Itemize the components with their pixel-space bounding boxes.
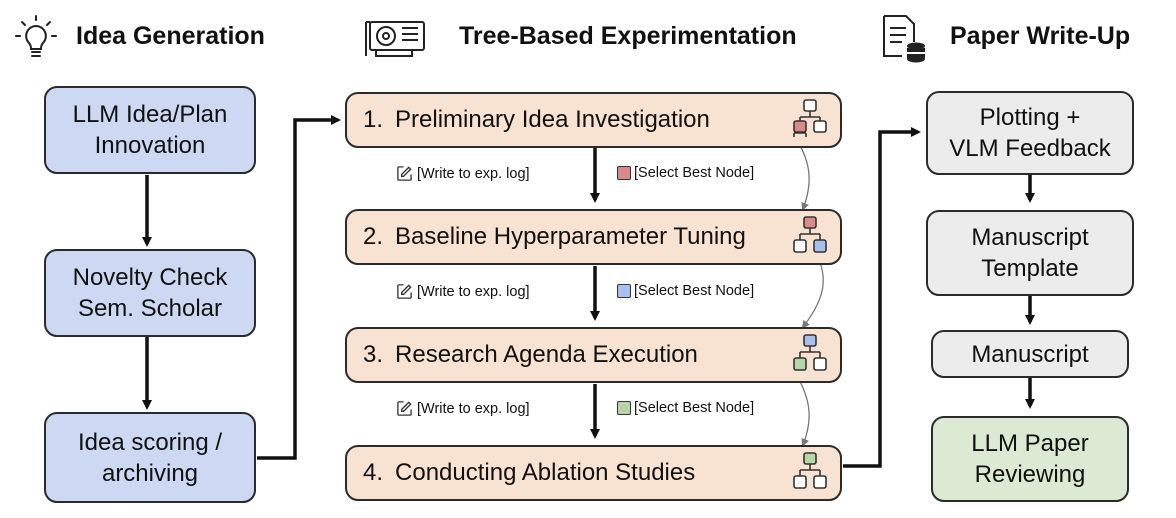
- idea-box-label: Novelty Check Sem. Scholar: [72, 264, 228, 322]
- arrow-idea-to-stage1: [257, 115, 341, 460]
- best-node-link-3: [796, 375, 810, 447]
- idea-box-scoring: Idea scoring / archiving: [44, 412, 256, 503]
- idea-box-llm-plan: LLM Idea/Plan Innovation: [44, 86, 256, 174]
- stage-number: 3.: [363, 341, 384, 368]
- best-node-swatch: [617, 401, 631, 415]
- document-database-icon: [883, 15, 925, 63]
- node-tree-icon: [793, 334, 827, 371]
- best-node-swatch: [617, 166, 631, 180]
- best-node-swatch: [617, 284, 631, 298]
- best-node-link-2: [801, 257, 824, 329]
- stage-2-box: 2. Baseline Hyperparameter Tuning: [345, 209, 842, 265]
- best-node-link-1: [796, 139, 810, 211]
- edit-icon: [397, 284, 412, 299]
- edit-icon: [397, 401, 412, 416]
- select-best-note-3: [Select Best Node]: [617, 400, 754, 416]
- paper-box-reviewing: LLM Paper Reviewing: [931, 416, 1129, 502]
- select-best-label: [Select Best Node]: [634, 400, 755, 416]
- stage-1-box: 1. Preliminary Idea Investigation: [345, 92, 842, 148]
- idea-column-title: Idea Generation: [76, 22, 265, 50]
- select-best-label: [Select Best Node]: [634, 283, 755, 299]
- stage-number: 4.: [363, 459, 384, 486]
- paper-box-label: Plotting + VLM Feedback: [949, 104, 1111, 162]
- paper-box-plotting: Plotting + VLM Feedback: [926, 91, 1134, 175]
- paper-box-label: Manuscript: [971, 340, 1089, 368]
- node-tree-icon: [793, 452, 827, 489]
- edit-icon: [397, 166, 412, 181]
- write-log-label: [Write to exp. log]: [417, 283, 530, 300]
- idea-box-label: Idea scoring / archiving: [77, 428, 223, 487]
- paper-box-template: Manuscript Template: [926, 210, 1134, 296]
- node-tree-icon: [793, 216, 827, 253]
- paper-box-label: LLM Paper Reviewing: [971, 430, 1089, 488]
- write-log-note-3: [Write to exp. log]: [396, 400, 530, 417]
- idea-box-label: LLM Idea/Plan Innovation: [72, 101, 228, 159]
- select-best-label: [Select Best Node]: [634, 165, 755, 181]
- paper-column-title: Paper Write-Up: [950, 22, 1131, 50]
- stage-4-box: 4. Conducting Ablation Studies: [345, 445, 842, 501]
- paper-box-manuscript: Manuscript: [931, 330, 1129, 378]
- idea-box-novelty-check: Novelty Check Sem. Scholar: [44, 249, 256, 337]
- lightbulb-icon: [15, 15, 57, 57]
- arrow-stage4-to-paper: [843, 127, 921, 468]
- experiment-column-title: Tree-Based Experimentation: [459, 22, 797, 50]
- gpu-icon: [365, 21, 425, 57]
- write-log-label: [Write to exp. log]: [417, 400, 530, 417]
- write-log-note-2: [Write to exp. log]: [396, 283, 530, 300]
- paper-box-label: Manuscript Template: [971, 224, 1089, 282]
- select-best-note-2: [Select Best Node]: [617, 283, 754, 299]
- stage-number: 2.: [363, 223, 384, 250]
- stage-label: Conducting Ablation Studies: [395, 459, 696, 486]
- select-best-note-1: [Select Best Node]: [617, 165, 754, 181]
- write-log-note-1: [Write to exp. log]: [396, 165, 530, 182]
- node-tree-icon: [793, 99, 827, 137]
- stage-label: Research Agenda Execution: [395, 341, 698, 368]
- stage-label: Preliminary Idea Investigation: [395, 106, 710, 133]
- stage-label: Baseline Hyperparameter Tuning: [395, 223, 746, 250]
- stage-3-box: 3. Research Agenda Execution: [345, 327, 842, 383]
- stage-number: 1.: [363, 106, 384, 133]
- write-log-label: [Write to exp. log]: [417, 165, 530, 182]
